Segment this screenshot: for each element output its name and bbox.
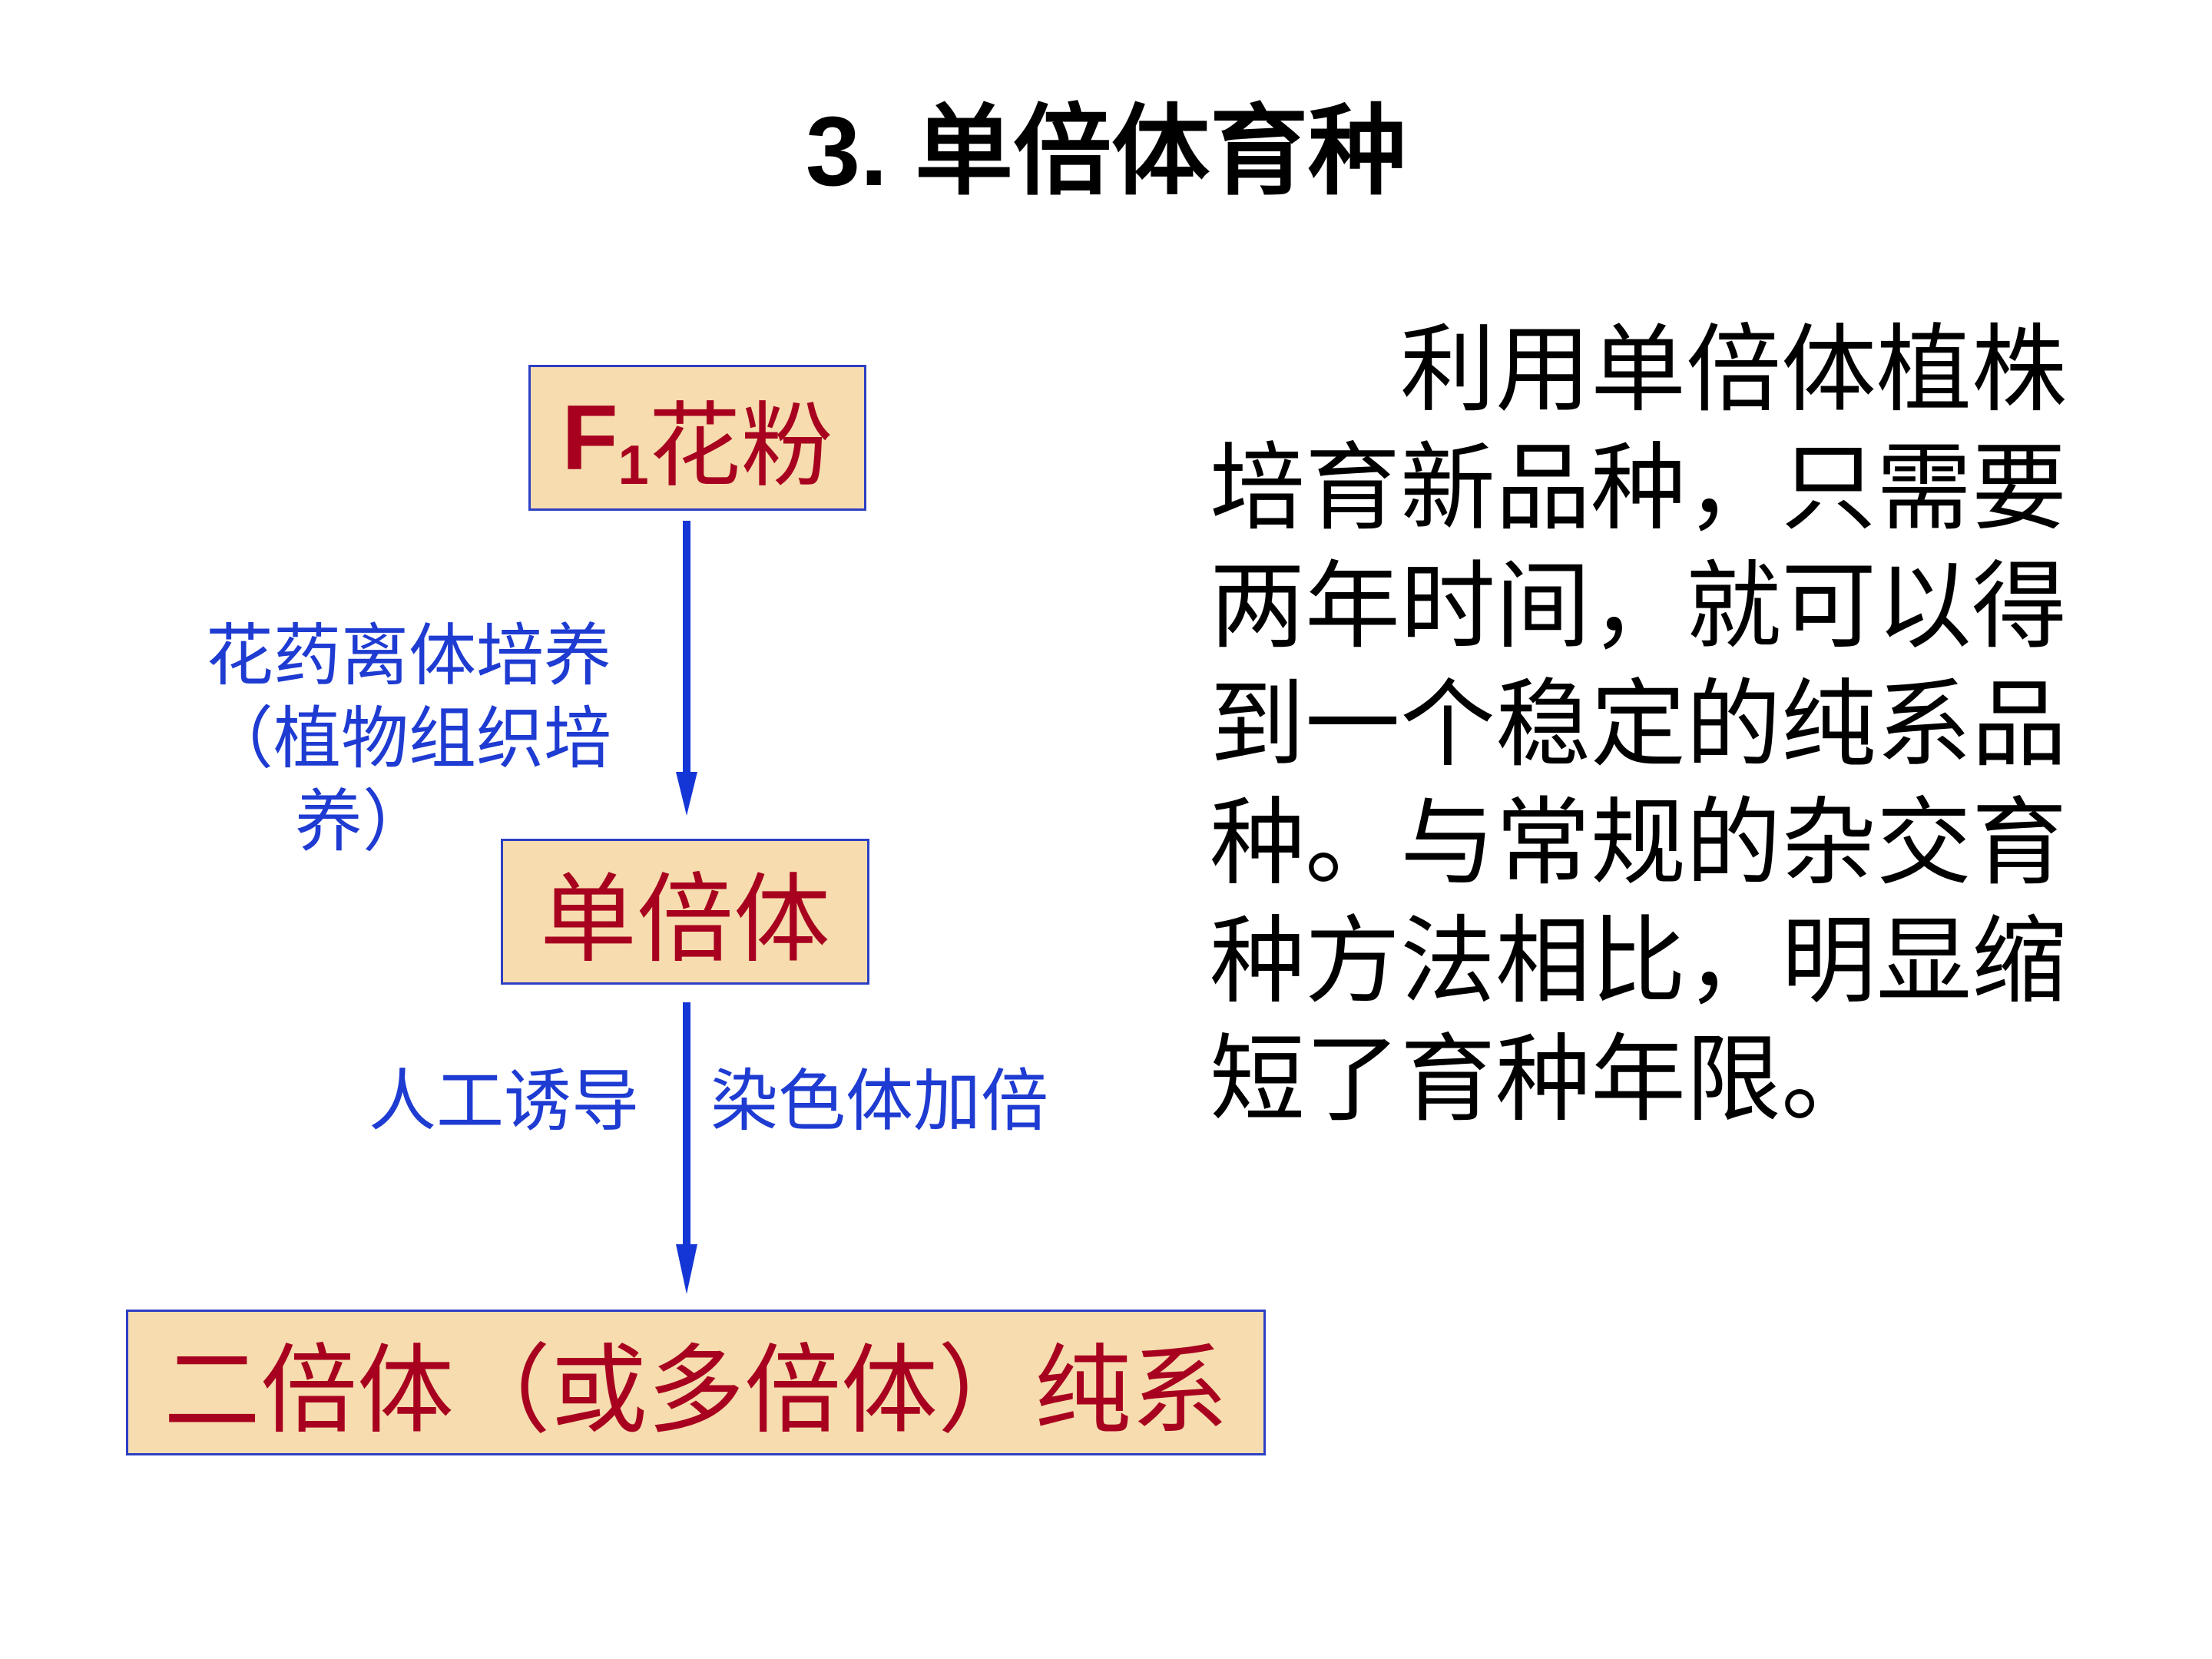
- f1-label-subscript: 1: [618, 435, 649, 496]
- anther-culture-line-1: 花药离体培养: [205, 616, 611, 695]
- anther-culture-line-3: 养）: [294, 782, 430, 861]
- arrow-1-head: [676, 772, 697, 816]
- anther-culture-line-2: （植物组织培: [205, 699, 611, 778]
- chromosome-doubling-label: 染色体加倍: [710, 1061, 1049, 1141]
- description-paragraph: 利用单倍体植株培育新品种，只需要两年时间，就可以得到一个稳定的纯系品种。与常规的…: [1210, 315, 2068, 1135]
- f1-label-letter: F: [561, 386, 618, 489]
- arrow-2-head: [676, 1244, 697, 1294]
- slide-title: 3. 单倍体育种: [805, 97, 1407, 207]
- f1-label-text: 花粉: [648, 393, 833, 500]
- haploid-box: 单倍体: [501, 839, 869, 985]
- artificial-induction-label: 人工诱导: [369, 1061, 640, 1141]
- pure-line-box: 二倍体（或多倍体）纯系: [126, 1310, 1266, 1455]
- anther-culture-label: 花药离体培养 （植物组织培 养）: [151, 614, 611, 863]
